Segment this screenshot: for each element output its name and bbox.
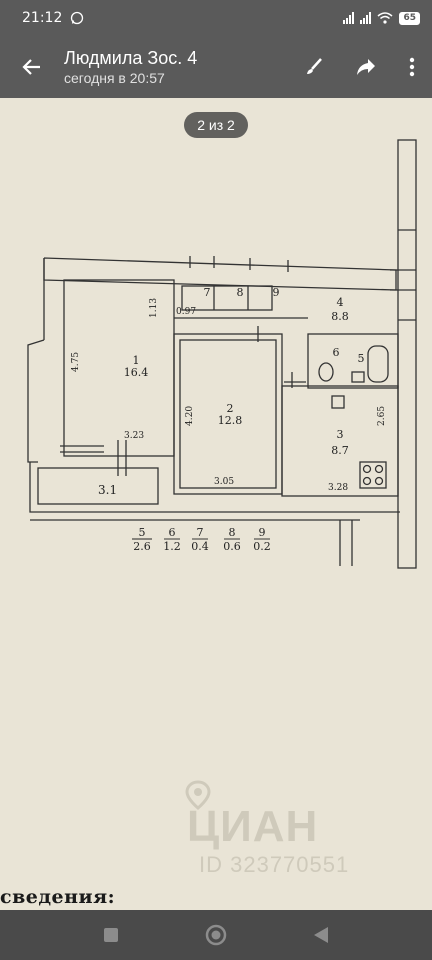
wifi-icon: [377, 12, 393, 24]
legend-num-6: 6: [169, 526, 176, 539]
brush-icon: [307, 58, 322, 74]
legend-num-9: 9: [259, 526, 266, 539]
legend-num-8: 8: [229, 526, 236, 539]
room-2-area: 12.8: [218, 414, 243, 427]
watermark-brand: ЦИАН: [187, 802, 319, 851]
share-arrow-icon: [357, 59, 375, 75]
more-vert-icon: [409, 57, 415, 77]
room-1-num: 1: [133, 354, 140, 367]
dim-3-28: 3.28: [328, 483, 348, 493]
legend-num-7: 7: [197, 526, 204, 539]
dim-3-05: 3.05: [214, 477, 234, 487]
arrow-left-icon: [22, 59, 40, 75]
room-4-num: 4: [337, 296, 344, 309]
room-9-num: 9: [273, 286, 280, 299]
legend-area-7: 0.4: [191, 540, 209, 553]
room-3-area: 8.7: [331, 444, 349, 457]
legend-area-8: 0.6: [223, 540, 241, 553]
battery-icon: 65: [399, 11, 420, 25]
back-triangle-icon[interactable]: [313, 926, 329, 944]
whatsapp-icon: [71, 11, 84, 25]
watermark-id: ID 323770551: [199, 852, 350, 877]
cian-watermark: ЦИАН ID 323770551: [165, 780, 395, 880]
share-button[interactable]: [340, 36, 392, 98]
area-legend: 5 2.6 6 1.2 7 0.4 8 0.6 9 0.2: [133, 526, 271, 553]
floorplan-photo[interactable]: 1 16.4 2 12.8 3 8.7 4 8.8 5 6 7 8 9 3.1 …: [0, 98, 432, 910]
legend-num-5: 5: [139, 526, 146, 539]
more-button[interactable]: [392, 36, 432, 98]
room-7-num: 7: [204, 286, 211, 299]
recents-square-icon[interactable]: [103, 927, 119, 943]
status-bar: 21:12 65: [0, 0, 432, 36]
chat-subtitle: сегодня в 20:57: [64, 70, 165, 86]
chat-title: Людмила Зос. 4: [64, 48, 198, 68]
status-time: 21:12: [22, 10, 63, 26]
legend-area-6: 1.2: [163, 540, 181, 553]
room-2-num: 2: [227, 402, 234, 415]
home-circle-icon[interactable]: [205, 924, 227, 946]
signal-2-icon: [360, 12, 372, 24]
back-button[interactable]: [0, 36, 64, 98]
app-bar: Людмила Зос. 4 сегодня в 20:57: [0, 36, 432, 98]
dim-1-13: 1.13: [149, 298, 159, 318]
balcony-label: 3.1: [98, 483, 117, 497]
room-1-area: 16.4: [124, 366, 149, 379]
legend-area-5: 2.6: [133, 540, 151, 553]
room-5-num: 5: [358, 352, 365, 365]
room-3-num: 3: [337, 428, 344, 441]
room-8-num: 8: [237, 286, 244, 299]
page-caption: сведения:: [0, 886, 116, 908]
top-bar: 21:12 65 Людмила Зос. 4 сегодня в 20: [0, 0, 432, 98]
system-nav-bar: [0, 910, 432, 960]
dim-4-20: 4.20: [185, 406, 195, 426]
dim-2-65: 2.65: [377, 406, 387, 426]
dim-0-97: 0.97: [176, 307, 196, 317]
page-indicator: 2 из 2: [184, 112, 248, 138]
location-pin-icon: [185, 780, 211, 810]
room-6-num: 6: [333, 346, 340, 359]
legend-area-9: 0.2: [253, 540, 271, 553]
room-4-area: 8.8: [331, 310, 349, 323]
dim-4-75: 4.75: [71, 352, 81, 372]
edit-button[interactable]: [288, 36, 340, 98]
signal-icon: [343, 12, 355, 24]
dim-3-23: 3.23: [124, 431, 144, 441]
